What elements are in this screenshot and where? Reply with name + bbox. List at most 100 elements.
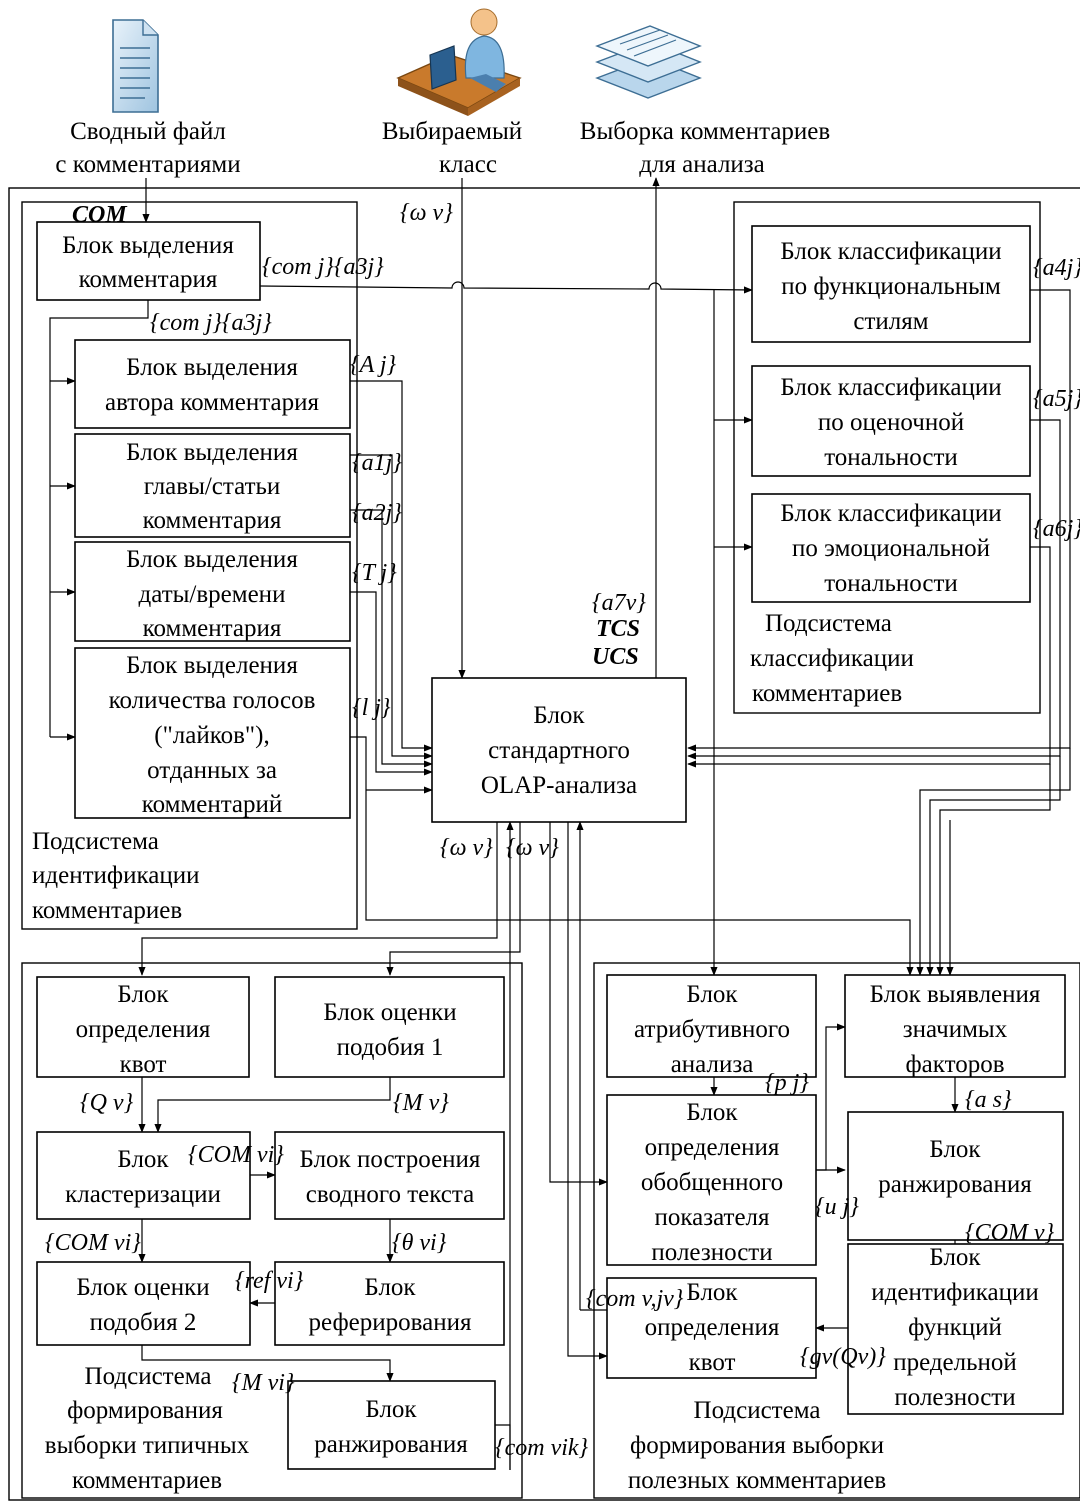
svg-text:ранжирования: ранжирования: [878, 1171, 1032, 1198]
quotas-left-block: Блок определения квот: [36, 976, 250, 1078]
signal-label: {ref vi}: [235, 1268, 304, 1294]
svg-text:Подсистема: Подсистема: [694, 1397, 821, 1424]
classification-subsystem-label: Подсистема классификации комментариев: [750, 610, 914, 707]
svg-text:Блок: Блок: [686, 1099, 738, 1126]
useful-frame: [593, 962, 1080, 1499]
class-label: класс: [439, 151, 497, 178]
svg-text:полезности: полезности: [651, 1239, 772, 1266]
olap-block: Блок стандартного OLAP-анализа: [431, 677, 687, 823]
svg-text:идентификации: идентификации: [32, 862, 199, 889]
class-emotion-block: Блок классификации по эмоциональной тона…: [751, 493, 1031, 603]
signal-label: {ω v}: [400, 200, 453, 226]
signal-label: UCS: [592, 644, 639, 670]
ranking-left-block: Блок ранжирования: [287, 1380, 496, 1470]
svg-text:по эмоциональной: по эмоциональной: [792, 535, 990, 562]
similarity2-block: Блок оценки подобия 2: [36, 1261, 251, 1346]
class-label: Выбираемый: [382, 118, 522, 145]
svg-text:полезности: полезности: [894, 1384, 1015, 1411]
svg-text:Блок выделения: Блок выделения: [126, 652, 298, 679]
svg-text:анализа: анализа: [671, 1051, 754, 1078]
svg-text:обобщенного: обобщенного: [641, 1169, 783, 1196]
svg-text:факторов: факторов: [905, 1051, 1004, 1078]
typical-frame: [21, 962, 523, 1499]
svg-text:квот: квот: [120, 1051, 167, 1078]
significant-factors-block: Блок выявления значимых факторов: [844, 974, 1066, 1078]
svg-text:Блок: Блок: [929, 1244, 981, 1271]
signal-label: {T j}: [352, 560, 397, 586]
svg-text:атрибутивного: атрибутивного: [634, 1016, 790, 1043]
similarity1-block: Блок оценки подобия 1: [274, 976, 505, 1078]
svg-text:стилям: стилям: [853, 308, 928, 335]
svg-text:комментариев: комментариев: [32, 897, 182, 924]
svg-text:количества голосов: количества голосов: [109, 687, 316, 714]
attributive-block: Блок атрибутивного анализа: [606, 974, 817, 1078]
svg-text:Блок выделения: Блок выделения: [126, 354, 298, 381]
extract-votes-block: Блок выделения количества голосов ("лайк…: [74, 647, 351, 819]
svg-text:квот: квот: [689, 1349, 736, 1376]
svg-text:Блок выделения: Блок выделения: [126, 439, 298, 466]
svg-text:даты/времени: даты/времени: [139, 581, 286, 608]
svg-text:определения: определения: [645, 1314, 780, 1341]
signal-label: {p j}: [765, 1070, 809, 1096]
classification-frame: [733, 201, 1041, 714]
svg-text:Блок: Блок: [686, 1279, 738, 1306]
svg-text:кластеризации: кластеризации: [65, 1181, 221, 1208]
svg-text:Блок построения: Блок построения: [300, 1146, 481, 1173]
svg-text:комментарий: комментарий: [142, 791, 283, 818]
outer-frame: [8, 187, 1080, 1501]
signal-label: {ω v}: [440, 835, 493, 861]
svg-text:Блок оценки: Блок оценки: [323, 999, 456, 1026]
svg-text:подобия 1: подобия 1: [337, 1034, 444, 1061]
file-label: Сводный файл: [70, 118, 226, 145]
extract-comment-block: Блок выделения комментария: [36, 221, 261, 301]
svg-text:Блок: Блок: [117, 981, 169, 1008]
svg-text:определения: определения: [76, 1016, 211, 1043]
svg-text:OLAP-анализа: OLAP-анализа: [481, 772, 637, 799]
svg-text:показателя: показателя: [654, 1204, 770, 1231]
svg-text:значимых: значимых: [903, 1016, 1008, 1043]
svg-text:по функциональным: по функциональным: [781, 273, 1001, 300]
svg-text:комментария: комментария: [143, 507, 282, 534]
svg-text:Блок: Блок: [533, 702, 585, 729]
svg-text:Блок выделения: Блок выделения: [126, 546, 298, 573]
svg-text:предельной: предельной: [893, 1349, 1017, 1376]
svg-text:идентификации: идентификации: [871, 1279, 1038, 1306]
signal-label: {a s}: [965, 1087, 1012, 1113]
extract-author-block: Блок выделения автора комментария: [74, 339, 351, 429]
svg-text:комментария: комментария: [143, 615, 282, 642]
sample-label: Выборка комментариев: [580, 118, 830, 145]
file-label: с комментариями: [55, 151, 240, 178]
signal-label: {a2j}: [352, 500, 402, 526]
marginal-utility-block: Блок идентификации функций предельной по…: [847, 1243, 1064, 1415]
signal-label: {com v,jv}: [586, 1286, 684, 1312]
sample-label: для анализа: [639, 151, 765, 178]
identification-subsystem-label: Подсистема идентификации комментариев: [32, 828, 199, 924]
signal-label: {a5j}: [1033, 386, 1080, 412]
signal-label: {COM v}: [965, 1220, 1055, 1246]
svg-text:комментариев: комментариев: [72, 1467, 222, 1494]
svg-text:выборки типичных: выборки типичных: [45, 1432, 250, 1459]
document-icon: [112, 19, 159, 113]
signal-label: {a4j}: [1033, 255, 1080, 281]
svg-text:Блок выявления: Блок выявления: [870, 981, 1041, 1008]
svg-text:Блок классификации: Блок классификации: [780, 374, 1001, 401]
class-functional-block: Блок классификации по функциональным сти…: [751, 225, 1031, 343]
svg-text:формирования: формирования: [67, 1397, 223, 1424]
signal-label: {a6j}: [1033, 516, 1080, 542]
connectors: [49, 177, 1071, 1470]
svg-text:классификации: классификации: [750, 645, 914, 672]
svg-text:комментария: комментария: [79, 266, 218, 293]
signal-label: {M v}: [393, 1090, 449, 1116]
signal-label: {u j}: [815, 1194, 859, 1220]
svg-text:Блок оценки: Блок оценки: [76, 1274, 209, 1301]
user-computer-icon: [396, 8, 522, 116]
svg-text:Блок: Блок: [686, 981, 738, 1008]
svg-text:сводного текста: сводного текста: [306, 1181, 474, 1208]
svg-text:Блок классификации: Блок классификации: [780, 238, 1001, 265]
svg-text:определения: определения: [645, 1134, 780, 1161]
signal-label: {gv(Qv)}: [800, 1344, 886, 1370]
svg-text:главы/статьи: главы/статьи: [144, 473, 281, 500]
svg-text:отданных за: отданных за: [147, 757, 277, 784]
extract-date-block: Блок выделения даты/времени комментария: [74, 541, 351, 642]
svg-text:Блок: Блок: [365, 1396, 417, 1423]
